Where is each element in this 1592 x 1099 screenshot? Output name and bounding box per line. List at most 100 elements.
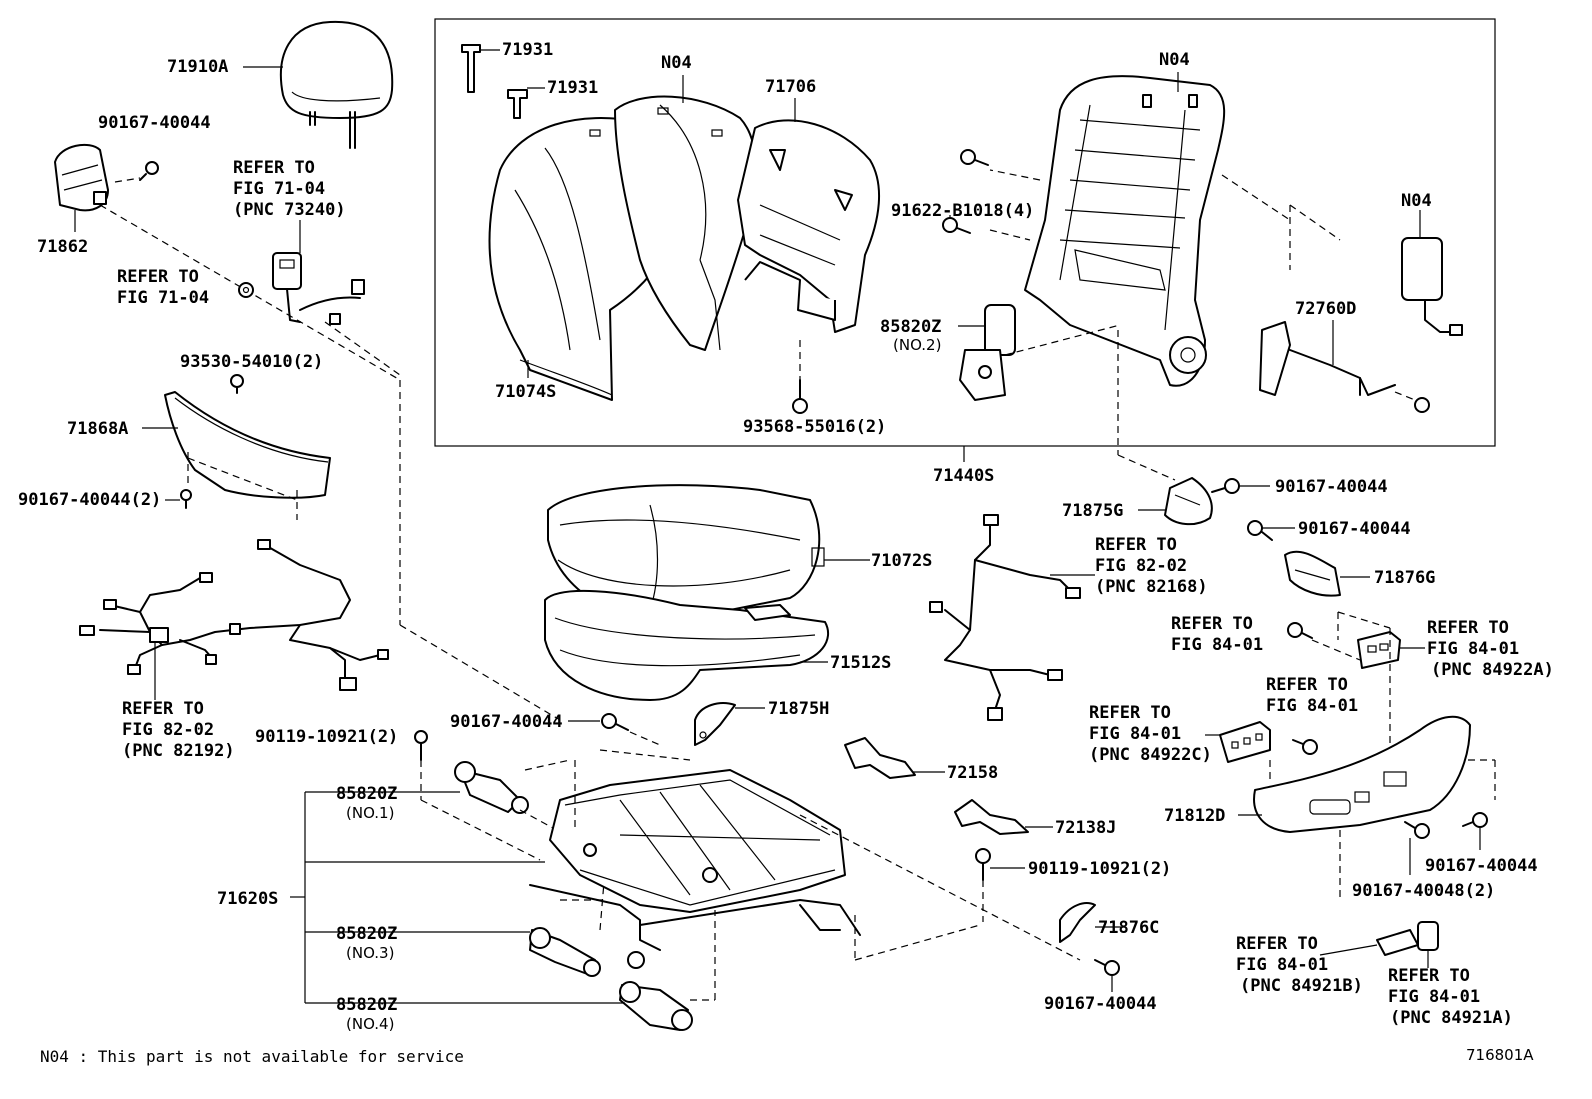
part-label: 71440S — [933, 466, 994, 486]
reference-label: FIG 84-01 — [1266, 696, 1358, 716]
bracket-illustration — [694, 702, 736, 746]
reference-label: FIG 84-01 — [1388, 987, 1480, 1007]
part-label: 71706 — [765, 77, 816, 97]
part-label: 71072S — [871, 551, 932, 571]
part-label: N04 — [661, 53, 692, 73]
diagram-id: 716801A — [1466, 1046, 1534, 1064]
part-label: 90167-40044(2) — [18, 490, 161, 510]
part-label: 85820Z — [336, 995, 397, 1015]
reference-label: REFER TO — [1095, 535, 1177, 555]
switch-illustration — [1219, 721, 1271, 763]
headrest-illustration — [279, 20, 394, 149]
reference-label: FIG 82-02 — [122, 720, 214, 740]
reference-label: REFER TO — [1388, 966, 1470, 986]
part-label: N04 — [1159, 50, 1190, 70]
clip-icon — [461, 44, 481, 93]
reference-label: (PNC 73240) — [233, 200, 346, 220]
bolt-icon — [601, 713, 629, 731]
switch-illustration — [1357, 631, 1401, 669]
reference-label: REFER TO — [1427, 618, 1509, 638]
bolt-icon — [960, 149, 989, 166]
bolt-icon — [230, 374, 244, 394]
part-label: 71620S — [217, 889, 278, 909]
part-label: N04 — [1401, 191, 1432, 211]
headrest-support-illustration — [54, 143, 109, 212]
reference-label: FIG 84-01 — [1089, 724, 1181, 744]
reference-label: FIG 84-01 — [1236, 955, 1328, 975]
reference-label: REFER TO — [1236, 934, 1318, 954]
recliner-cable-illustration — [1259, 321, 1430, 413]
part-label: 71875H — [768, 699, 829, 719]
side-airbag-module-illustration — [1401, 237, 1463, 336]
part-label: 91622-B1018(4) — [891, 201, 1034, 221]
clip-icon — [238, 282, 254, 298]
bolt-icon — [975, 848, 991, 881]
motor-no4-illustration — [619, 981, 693, 1031]
part-label: 85820Z — [880, 317, 941, 337]
part-label: 85820Z — [336, 924, 397, 944]
reference-label: (PNC 84922A) — [1431, 660, 1554, 680]
reference-label: FIG 71-04 — [233, 179, 325, 199]
motor-no2-illustration — [959, 304, 1016, 401]
part-label: 71875G — [1062, 501, 1123, 521]
seatback-lower-cover-illustration — [164, 391, 331, 499]
reference-label: (PNC 84921A) — [1390, 1008, 1513, 1028]
part-label: 71074S — [495, 382, 556, 402]
part-label: 90167-40044 — [1425, 856, 1538, 876]
reference-label: REFER TO — [1266, 675, 1348, 695]
hinge-cover-inner-illustration — [1284, 550, 1341, 597]
reference-label: REFER TO — [1089, 703, 1171, 723]
part-label: 71812D — [1164, 806, 1225, 826]
part-sublabel: (NO.2) — [893, 336, 941, 354]
part-label: 71862 — [37, 237, 88, 257]
seat-wire-harness-illustration — [79, 539, 389, 691]
part-label: 90167-40044 — [450, 712, 563, 732]
adjust-knob-illustration — [1376, 929, 1419, 956]
reference-label: REFER TO — [1171, 614, 1253, 634]
reference-label: (PNC 82168) — [1095, 577, 1208, 597]
part-label: 90119-10921(2) — [255, 727, 398, 747]
part-label: 93568-55016(2) — [743, 417, 886, 437]
part-label: 71876C — [1098, 918, 1159, 938]
seat-belt-buckle-illustration — [272, 252, 365, 325]
part-label: 90167-40044 — [98, 113, 211, 133]
reference-label: REFER TO — [233, 158, 315, 178]
bolt-icon — [1404, 821, 1430, 839]
seat-cushion-pad-illustration — [544, 589, 830, 701]
bolt-icon — [1094, 959, 1120, 976]
part-label: 90119-10921(2) — [1028, 859, 1171, 879]
bracket-illustration — [1059, 902, 1096, 943]
bolt-icon — [139, 161, 159, 181]
reference-label: FIG 84-01 — [1427, 639, 1519, 659]
part-label: 93530-54010(2) — [180, 352, 323, 372]
part-label: 90167-40044 — [1044, 994, 1157, 1014]
reference-label: (PNC 84922C) — [1089, 745, 1212, 765]
part-label: 72760D — [1295, 299, 1356, 319]
reference-label: FIG 82-02 — [1095, 556, 1187, 576]
part-label: 90167-40044 — [1275, 477, 1388, 497]
motor-no3-illustration — [529, 927, 601, 977]
seat-side-shield-illustration — [1253, 715, 1471, 833]
screw-icon — [792, 379, 808, 414]
bolt-icon — [1247, 520, 1273, 541]
part-label: 71931 — [547, 78, 598, 98]
part-label: 85820Z — [336, 784, 397, 804]
reference-label: REFER TO — [122, 699, 204, 719]
part-label: 71910A — [167, 57, 228, 77]
motor-no1-illustration — [454, 761, 529, 814]
bracket-illustration — [844, 737, 916, 779]
part-label: 71931 — [502, 40, 553, 60]
bolt-icon — [1292, 739, 1318, 755]
bolt-icon — [1287, 622, 1313, 639]
seatback-frame-illustration — [1024, 75, 1226, 387]
part-label: 71512S — [830, 653, 891, 673]
bracket-illustration — [954, 799, 1029, 835]
bolt-icon — [180, 489, 192, 509]
seat-adjuster-frame-illustration — [529, 769, 861, 969]
part-label: 90167-40044 — [1298, 519, 1411, 539]
part-sublabel: (NO.4) — [346, 1015, 394, 1033]
seat-wire-harness-center-illustration — [929, 514, 1081, 721]
reference-label: FIG 71-04 — [117, 288, 209, 308]
bolt-icon — [1211, 478, 1240, 494]
